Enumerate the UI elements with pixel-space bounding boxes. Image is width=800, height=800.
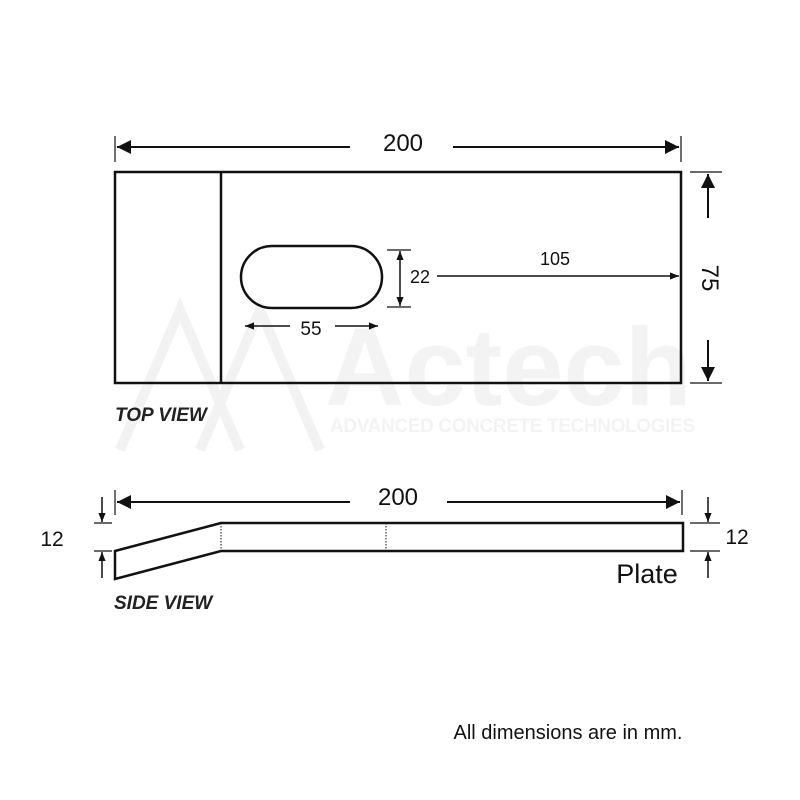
- left-thickness-label: 12: [40, 528, 63, 551]
- top-view: [113, 136, 722, 385]
- watermark-logo: Actech ADVANCED CONCRETE TECHNOLOGIES: [115, 297, 695, 452]
- side-length-label: 200: [378, 484, 418, 511]
- slot-length-label: 55: [300, 319, 321, 340]
- watermark-tagline: ADVANCED CONCRETE TECHNOLOGIES: [330, 416, 695, 437]
- top-length-label: 200: [383, 130, 423, 157]
- slot-offset-label: 105: [540, 249, 570, 269]
- side-view-title: SIDE VIEW: [114, 593, 214, 614]
- side-view: [94, 490, 720, 581]
- watermark-brand: Actech: [325, 306, 692, 429]
- units-note: All dimensions are in mm.: [454, 722, 683, 744]
- plate-outline-side: [113, 521, 685, 581]
- top-width-label: 75: [696, 265, 723, 292]
- slot: [239, 244, 384, 310]
- top-view-title: TOP VIEW: [115, 405, 209, 426]
- part-label: Plate: [616, 559, 678, 589]
- right-thickness-label: 12: [725, 526, 748, 549]
- slot-width-label: 22: [410, 267, 430, 287]
- plate-outline-top: [113, 170, 683, 385]
